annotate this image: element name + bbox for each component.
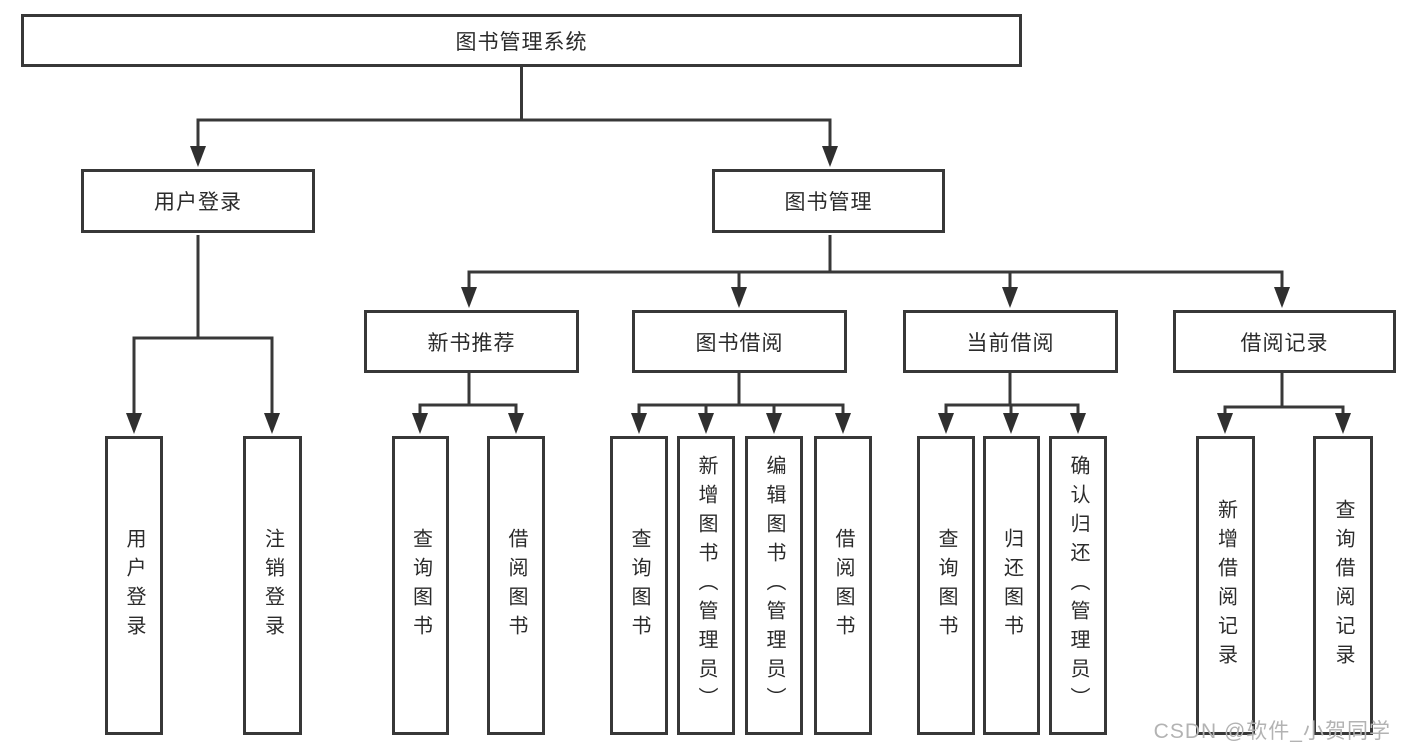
leaf-edit-books-admin: 编辑图书（管理员） — [745, 436, 803, 735]
node-current-borrowing: 当前借阅 — [903, 310, 1118, 373]
leaf-user-login: 用户登录 — [105, 436, 163, 735]
leaf-confirm-return-admin: 确认归还（管理员） — [1049, 436, 1107, 735]
leaf-return-books: 归还图书 — [983, 436, 1040, 735]
node-book-borrowing: 图书借阅 — [632, 310, 847, 373]
node-borrowing-records: 借阅记录 — [1173, 310, 1396, 373]
node-user-login: 用户登录 — [81, 169, 315, 233]
leaf-query-borrow-record: 查询借阅记录 — [1313, 436, 1373, 735]
leaf-query-books-recommend: 查询图书 — [392, 436, 449, 735]
node-book-management: 图书管理 — [712, 169, 945, 233]
leaf-borrow-books-borrowing: 借阅图书 — [814, 436, 872, 735]
leaf-add-borrow-record: 新增借阅记录 — [1196, 436, 1255, 735]
leaf-add-books-admin: 新增图书（管理员） — [677, 436, 735, 735]
leaf-logout: 注销登录 — [243, 436, 302, 735]
leaf-borrow-books-recommend: 借阅图书 — [487, 436, 545, 735]
leaf-query-books-current: 查询图书 — [917, 436, 975, 735]
node-library-system-root: 图书管理系统 — [21, 14, 1022, 67]
leaf-query-books-borrowing: 查询图书 — [610, 436, 668, 735]
node-new-book-recommend: 新书推荐 — [364, 310, 579, 373]
watermark: CSDN @软件_小贺同学 — [1153, 720, 1391, 743]
